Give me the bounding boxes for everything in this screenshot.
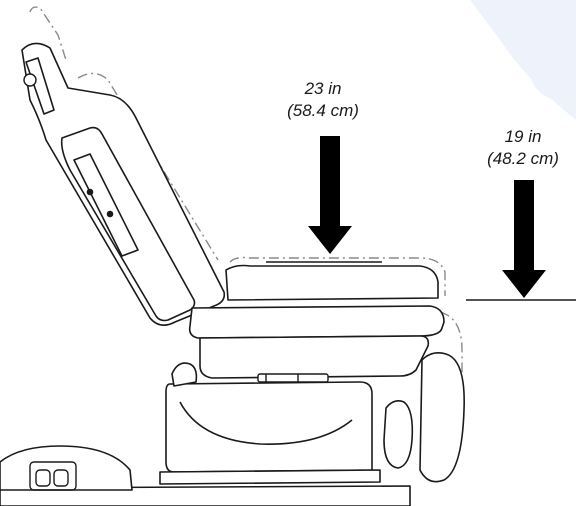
detail-marks <box>23 73 329 491</box>
pivot-knob <box>23 73 37 87</box>
arrow-down-seat-low <box>502 180 546 298</box>
seat-height-low-metric: (48.2 cm) <box>487 149 559 168</box>
arrow-down-seat-high <box>308 136 352 254</box>
side-knob-left <box>171 362 198 387</box>
foot-pad <box>383 400 414 469</box>
control-pad <box>29 461 77 491</box>
backrest-handle-slot <box>73 153 139 257</box>
base-housing <box>165 381 373 473</box>
rear-armrest-pad <box>419 352 465 483</box>
hinge-bracket <box>25 57 55 115</box>
connector-right <box>53 469 69 487</box>
backrest-screw <box>106 210 114 218</box>
lower-seat-pad <box>188 305 445 339</box>
seat-height-high-imperial: 23 in <box>304 79 342 98</box>
seat-height-low-imperial: 19 in <box>504 127 542 146</box>
seat-height-low-label: 19 in (48.2 cm) <box>468 126 576 170</box>
base-foot <box>159 469 381 485</box>
dimension-graphics <box>266 136 576 301</box>
connector-left <box>35 469 51 487</box>
seat-wedge <box>199 335 430 379</box>
seat-height-high-metric: (58.4 cm) <box>287 101 359 120</box>
watermark-shape <box>470 0 576 120</box>
chair-outline <box>0 42 465 506</box>
raised-position-phantom-outline <box>29 6 463 378</box>
backrest-screw <box>86 188 94 196</box>
base-contour <box>179 401 353 445</box>
seat-height-high-label: 23 in (58.4 cm) <box>268 78 378 122</box>
seat-cushion <box>225 264 439 301</box>
rear-pedestal <box>0 445 133 491</box>
swivel-ring <box>257 373 329 383</box>
floor-plate <box>0 485 411 506</box>
